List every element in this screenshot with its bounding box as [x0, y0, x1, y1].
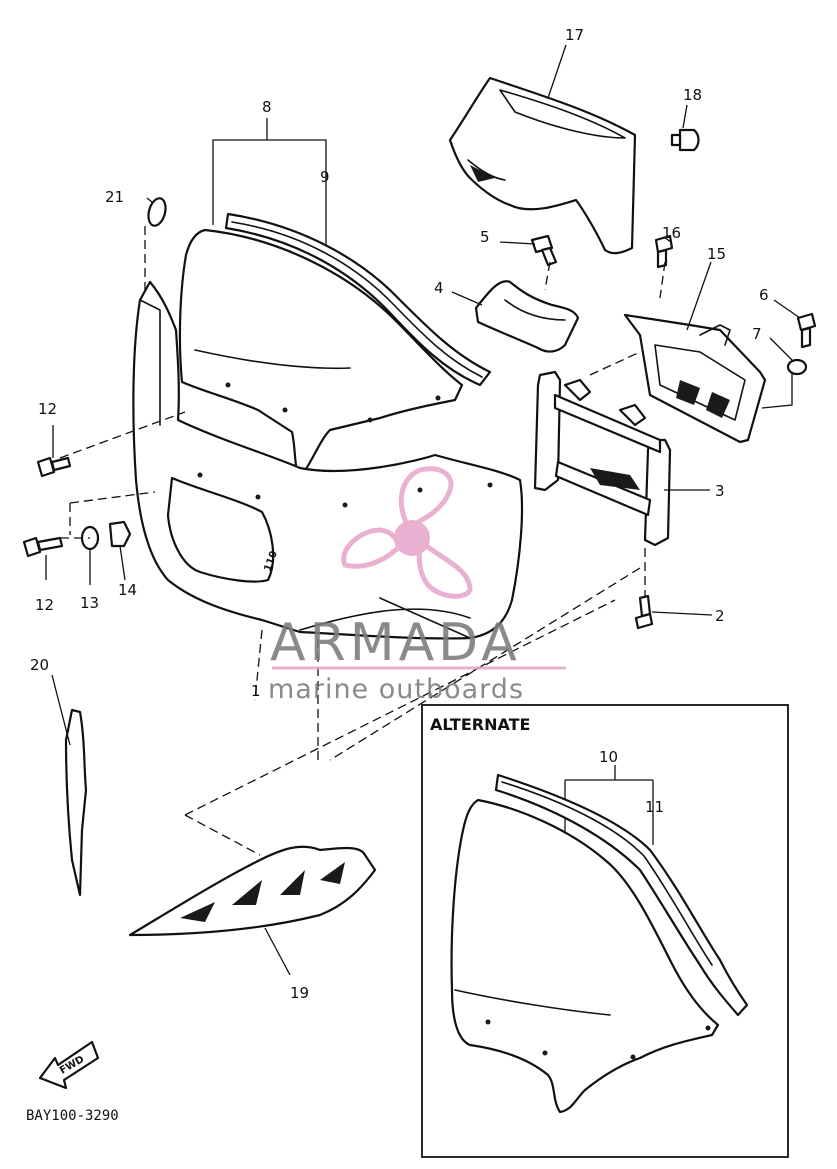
callout-15: 15 — [707, 245, 726, 263]
callout-14: 14 — [118, 581, 137, 599]
callout-8: 8 — [262, 98, 272, 116]
screw-12-lower — [22, 536, 64, 558]
callout-4: 4 — [434, 279, 444, 297]
callout-17: 17 — [565, 26, 584, 44]
lower-panel-19 — [128, 845, 377, 937]
callout-13: 13 — [80, 594, 99, 612]
callout-labels: 8 9 17 18 21 5 16 15 4 6 7 12 3 12 13 14… — [26, 26, 769, 1124]
callout-16: 16 — [662, 224, 681, 242]
callout-11: 11 — [645, 798, 664, 816]
callout-21: 21 — [105, 188, 124, 206]
callout-5: 5 — [480, 228, 490, 246]
callout-19: 19 — [290, 984, 309, 1002]
callout-3: 3 — [715, 482, 725, 500]
callout-1: 1 — [251, 682, 261, 700]
meter-cover — [448, 76, 637, 255]
diagram-code: BAY100-3290 — [26, 1108, 119, 1124]
callout-2: 2 — [715, 607, 725, 625]
callout-12-lower: 12 — [35, 596, 54, 614]
callout-10: 10 — [599, 748, 618, 766]
windshield — [178, 212, 492, 480]
nut-14 — [108, 520, 132, 548]
forward-arrow-icon: FWD — [38, 1040, 100, 1090]
grommet-18 — [670, 128, 700, 152]
watermark-title: ARMADA — [270, 613, 521, 673]
alternate-label: ALTERNATE — [430, 715, 530, 734]
plug-21 — [147, 197, 167, 227]
callout-9: 9 — [320, 168, 330, 186]
stay-bracket — [623, 313, 767, 444]
collar-7 — [786, 358, 808, 376]
screw-12-upper — [36, 456, 72, 478]
callout-7: 7 — [752, 325, 762, 343]
callout-12-upper: 12 — [38, 400, 57, 418]
bolt-2 — [634, 594, 654, 630]
callout-20: 20 — [30, 656, 49, 674]
emblem-20 — [64, 708, 88, 897]
dashed-relation-lines — [59, 226, 666, 856]
callout-18: 18 — [683, 86, 702, 104]
alternate-box: ALTERNATE — [421, 704, 789, 1158]
grip — [474, 280, 580, 353]
watermark-subtitle: marine outboards — [268, 674, 524, 705]
headlight-frame — [533, 370, 672, 547]
callout-6: 6 — [759, 286, 769, 304]
propeller-logo-icon — [341, 466, 473, 599]
bolt-6 — [796, 312, 817, 349]
armada-watermark: ARMADA marine outboards — [268, 466, 566, 705]
bolt-5 — [530, 234, 558, 267]
